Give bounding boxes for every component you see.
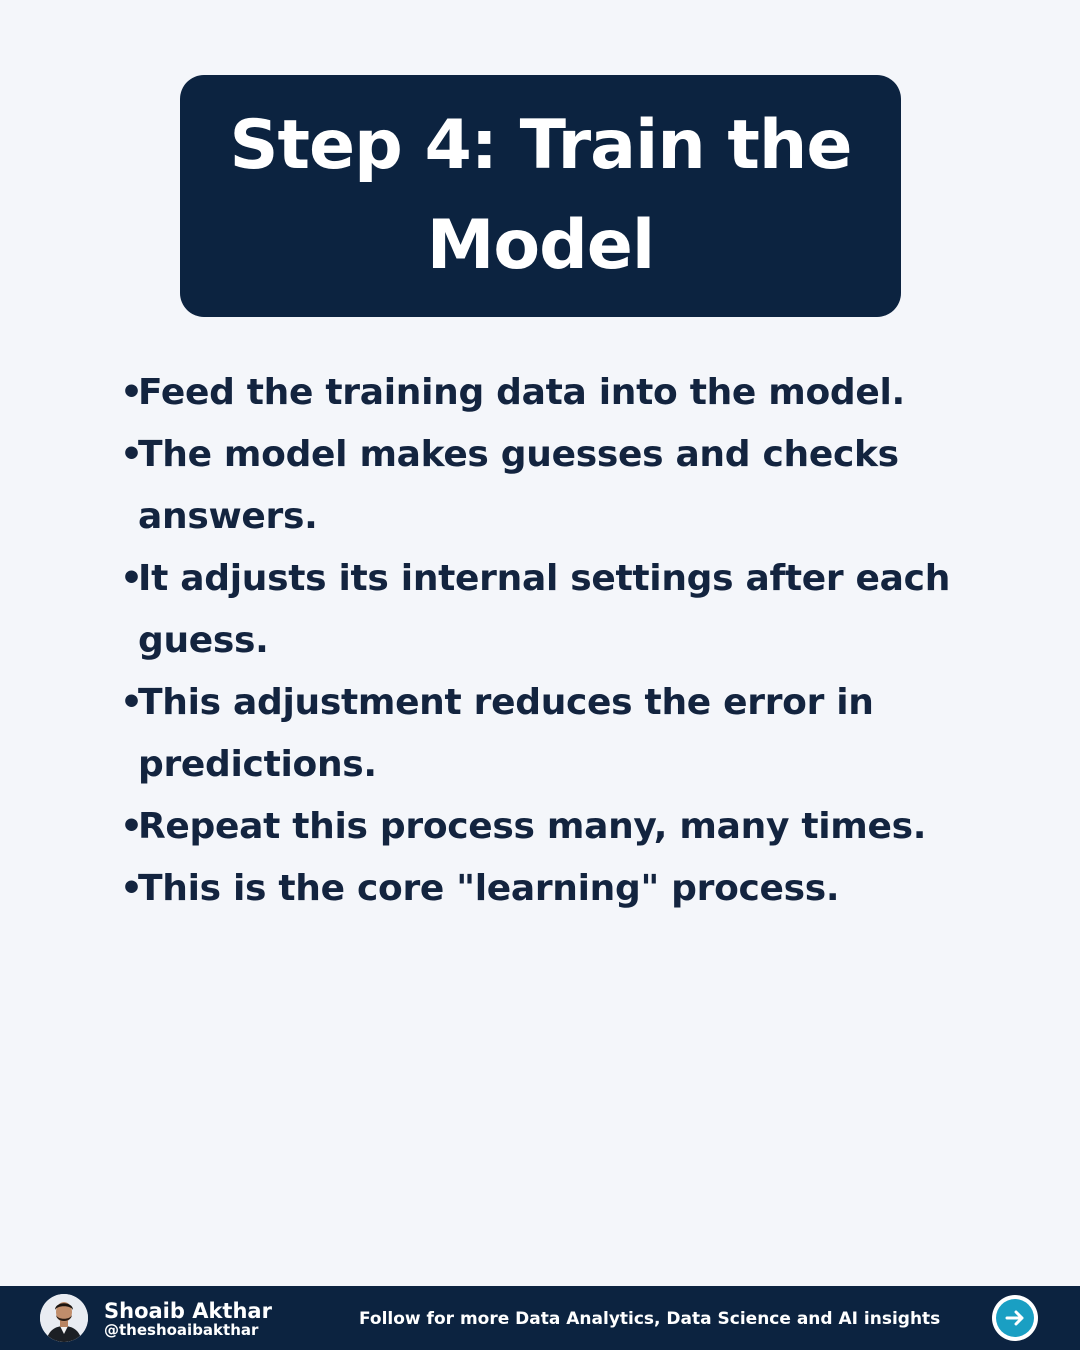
avatar [40,1294,88,1342]
person-icon [40,1294,88,1342]
list-item: •The model makes guesses and checks answ… [120,424,960,548]
page-title: Step 4: Train the Model [229,106,853,285]
list-item: •This is the core "learning" process. [120,858,960,920]
list-item-text: This adjustment reduces the error in pre… [138,682,874,785]
list-item: •Feed the training data into the model. [120,362,960,424]
list-item-text: Feed the training data into the model. [138,372,905,413]
bullet-dot: • [120,434,143,475]
next-button-inner [996,1299,1034,1337]
list-item-text: Repeat this process many, many times. [138,806,927,847]
bullet-dot: • [120,558,143,599]
follow-cta: Follow for more Data Analytics, Data Sci… [359,1309,941,1329]
author-name: Shoaib Akthar [104,1299,272,1323]
bullet-dot: • [120,868,143,909]
list-item: •This adjustment reduces the error in pr… [120,672,960,796]
list-item-text: It adjusts its internal settings after e… [138,558,951,661]
list-item-text: The model makes guesses and checks answe… [138,434,899,537]
footer-bar: Shoaib Akthar @theshoaibakthar Follow fo… [0,1286,1080,1350]
bullet-dot: • [120,806,143,847]
arrow-right-circle-icon [1005,1310,1024,1326]
title-banner: Step 4: Train the Model [180,75,901,317]
next-button[interactable] [992,1295,1038,1341]
author-handle: @theshoaibakthar [104,1321,259,1339]
list-item-text: This is the core "learning" process. [138,868,840,909]
bullet-dot: • [120,372,143,413]
bullet-list: •Feed the training data into the model. … [120,362,960,920]
list-item: •Repeat this process many, many times. [120,796,960,858]
bullet-dot: • [120,682,143,723]
list-item: •It adjusts its internal settings after … [120,548,960,672]
